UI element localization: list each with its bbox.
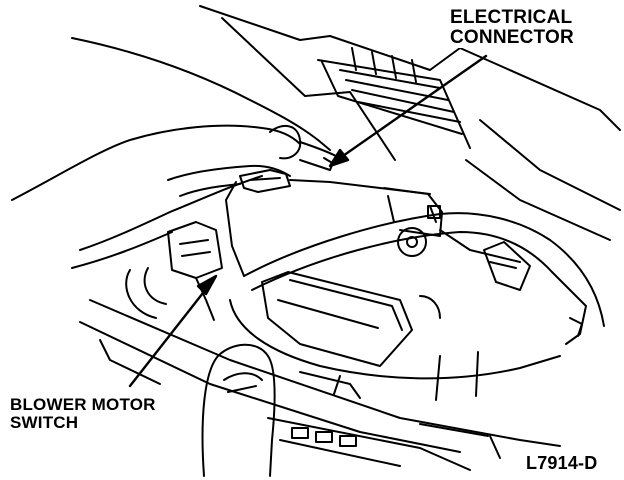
lower-console (79, 299, 561, 471)
electrical-connector-shape (225, 169, 431, 277)
blower-motor-switch-label-line1: BLOWER MOTOR (10, 395, 156, 414)
figure-id: L7914-D (526, 453, 598, 473)
electrical-connector-label-line2: CONNECTOR (450, 26, 574, 48)
lower-hand (201, 343, 276, 477)
blower-motor-switch-label-line2: SWITCH (10, 412, 79, 432)
leader-arrows (128, 54, 488, 388)
electrical-connector-arrowhead (328, 148, 350, 168)
blower-switch-shape (125, 221, 223, 321)
upper-hand (11, 37, 337, 269)
dash-vent-housing (199, 5, 621, 241)
blower-motor-switch-label: BLOWER MOTOR SWITCH (8, 396, 158, 432)
blower-switch-leader (128, 282, 212, 388)
blower-housing (229, 187, 605, 401)
electrical-connector-label-line1: ELECTRICAL (450, 7, 573, 28)
electrical-connector-label: ELECTRICAL CONNECTOR (448, 8, 576, 48)
blower-switch-arrowhead (196, 274, 218, 296)
electrical-connector-leader (338, 54, 488, 160)
